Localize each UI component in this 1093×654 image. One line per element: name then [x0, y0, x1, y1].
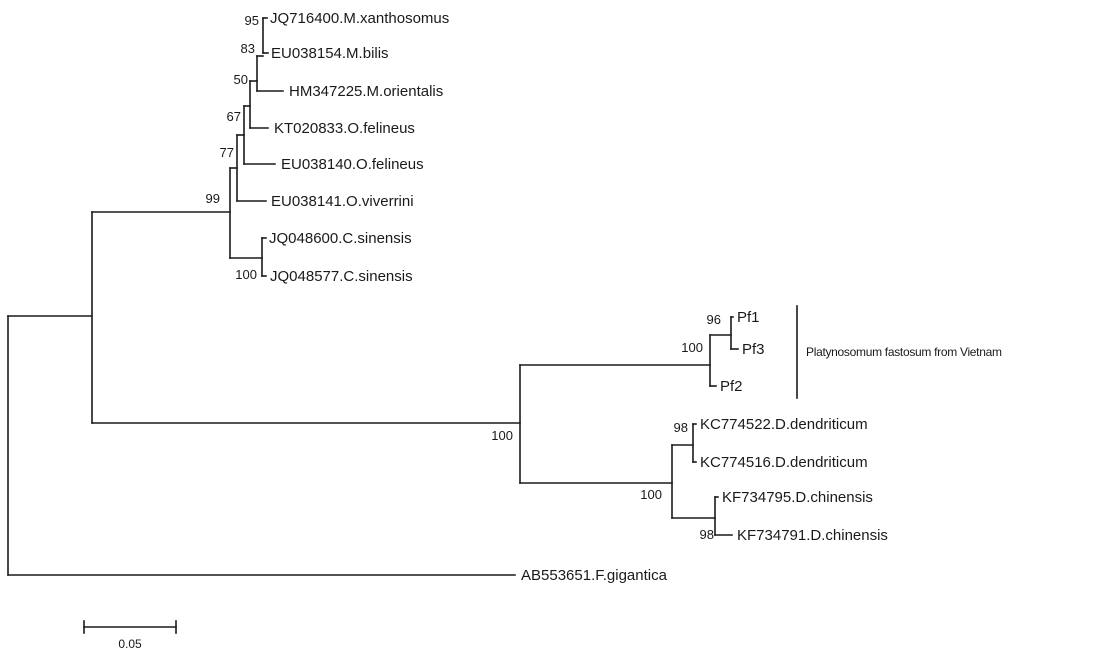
leaf-eu038140: EU038140.O.felineus: [281, 156, 424, 173]
leaf-jq048577: JQ048577.C.sinensis: [270, 268, 413, 285]
leaf-eu038141: EU038141.O.viverrini: [271, 193, 414, 210]
support-98-dd: 98: [674, 420, 688, 435]
tree-branches: [7, 17, 739, 576]
support-83: 83: [241, 41, 255, 56]
support-100-pf: 100: [681, 340, 703, 355]
support-95: 95: [245, 13, 259, 28]
support-100-dicro: 100: [491, 428, 513, 443]
clade-annotation: Platynosomum fastosum from Vietnam: [796, 305, 1002, 399]
leaf-ab553651: AB553651.F.gigantica: [521, 567, 668, 584]
support-96: 96: [707, 312, 721, 327]
support-77: 77: [220, 145, 234, 160]
leaf-kc774522: KC774522.D.dendriticum: [700, 416, 868, 433]
support-100-csinensis: 100: [235, 267, 257, 282]
leaf-pf2: Pf2: [720, 378, 743, 395]
leaf-eu038154: EU038154.M.bilis: [271, 45, 389, 62]
support-values: 95 83 50 67 77 99 100 96 100 100 98 100 …: [206, 13, 721, 542]
leaf-jq716400: JQ716400.M.xanthosomus: [270, 10, 449, 27]
leaf-kf734795: KF734795.D.chinensis: [722, 489, 873, 506]
support-98-dc: 98: [700, 527, 714, 542]
support-50: 50: [234, 72, 248, 87]
leaf-hm347225: HM347225.M.orientalis: [289, 83, 443, 100]
scale-bar: 0.05: [83, 620, 177, 651]
leaf-kf734791: KF734791.D.chinensis: [737, 527, 888, 544]
leaf-kt020833: KT020833.O.felineus: [274, 120, 415, 137]
support-67: 67: [227, 109, 241, 124]
leaf-jq048600: JQ048600.C.sinensis: [269, 230, 412, 247]
support-99: 99: [206, 191, 220, 206]
scale-bar-label: 0.05: [118, 637, 142, 651]
leaf-kc774516: KC774516.D.dendriticum: [700, 454, 868, 471]
clade-label: Platynosomum fastosum from Vietnam: [806, 345, 1002, 359]
leaf-labels: JQ716400.M.xanthosomus EU038154.M.bilis …: [269, 10, 888, 584]
leaf-pf1: Pf1: [737, 309, 760, 326]
support-100-dd-dc: 100: [640, 487, 662, 502]
leaf-pf3: Pf3: [742, 341, 765, 358]
